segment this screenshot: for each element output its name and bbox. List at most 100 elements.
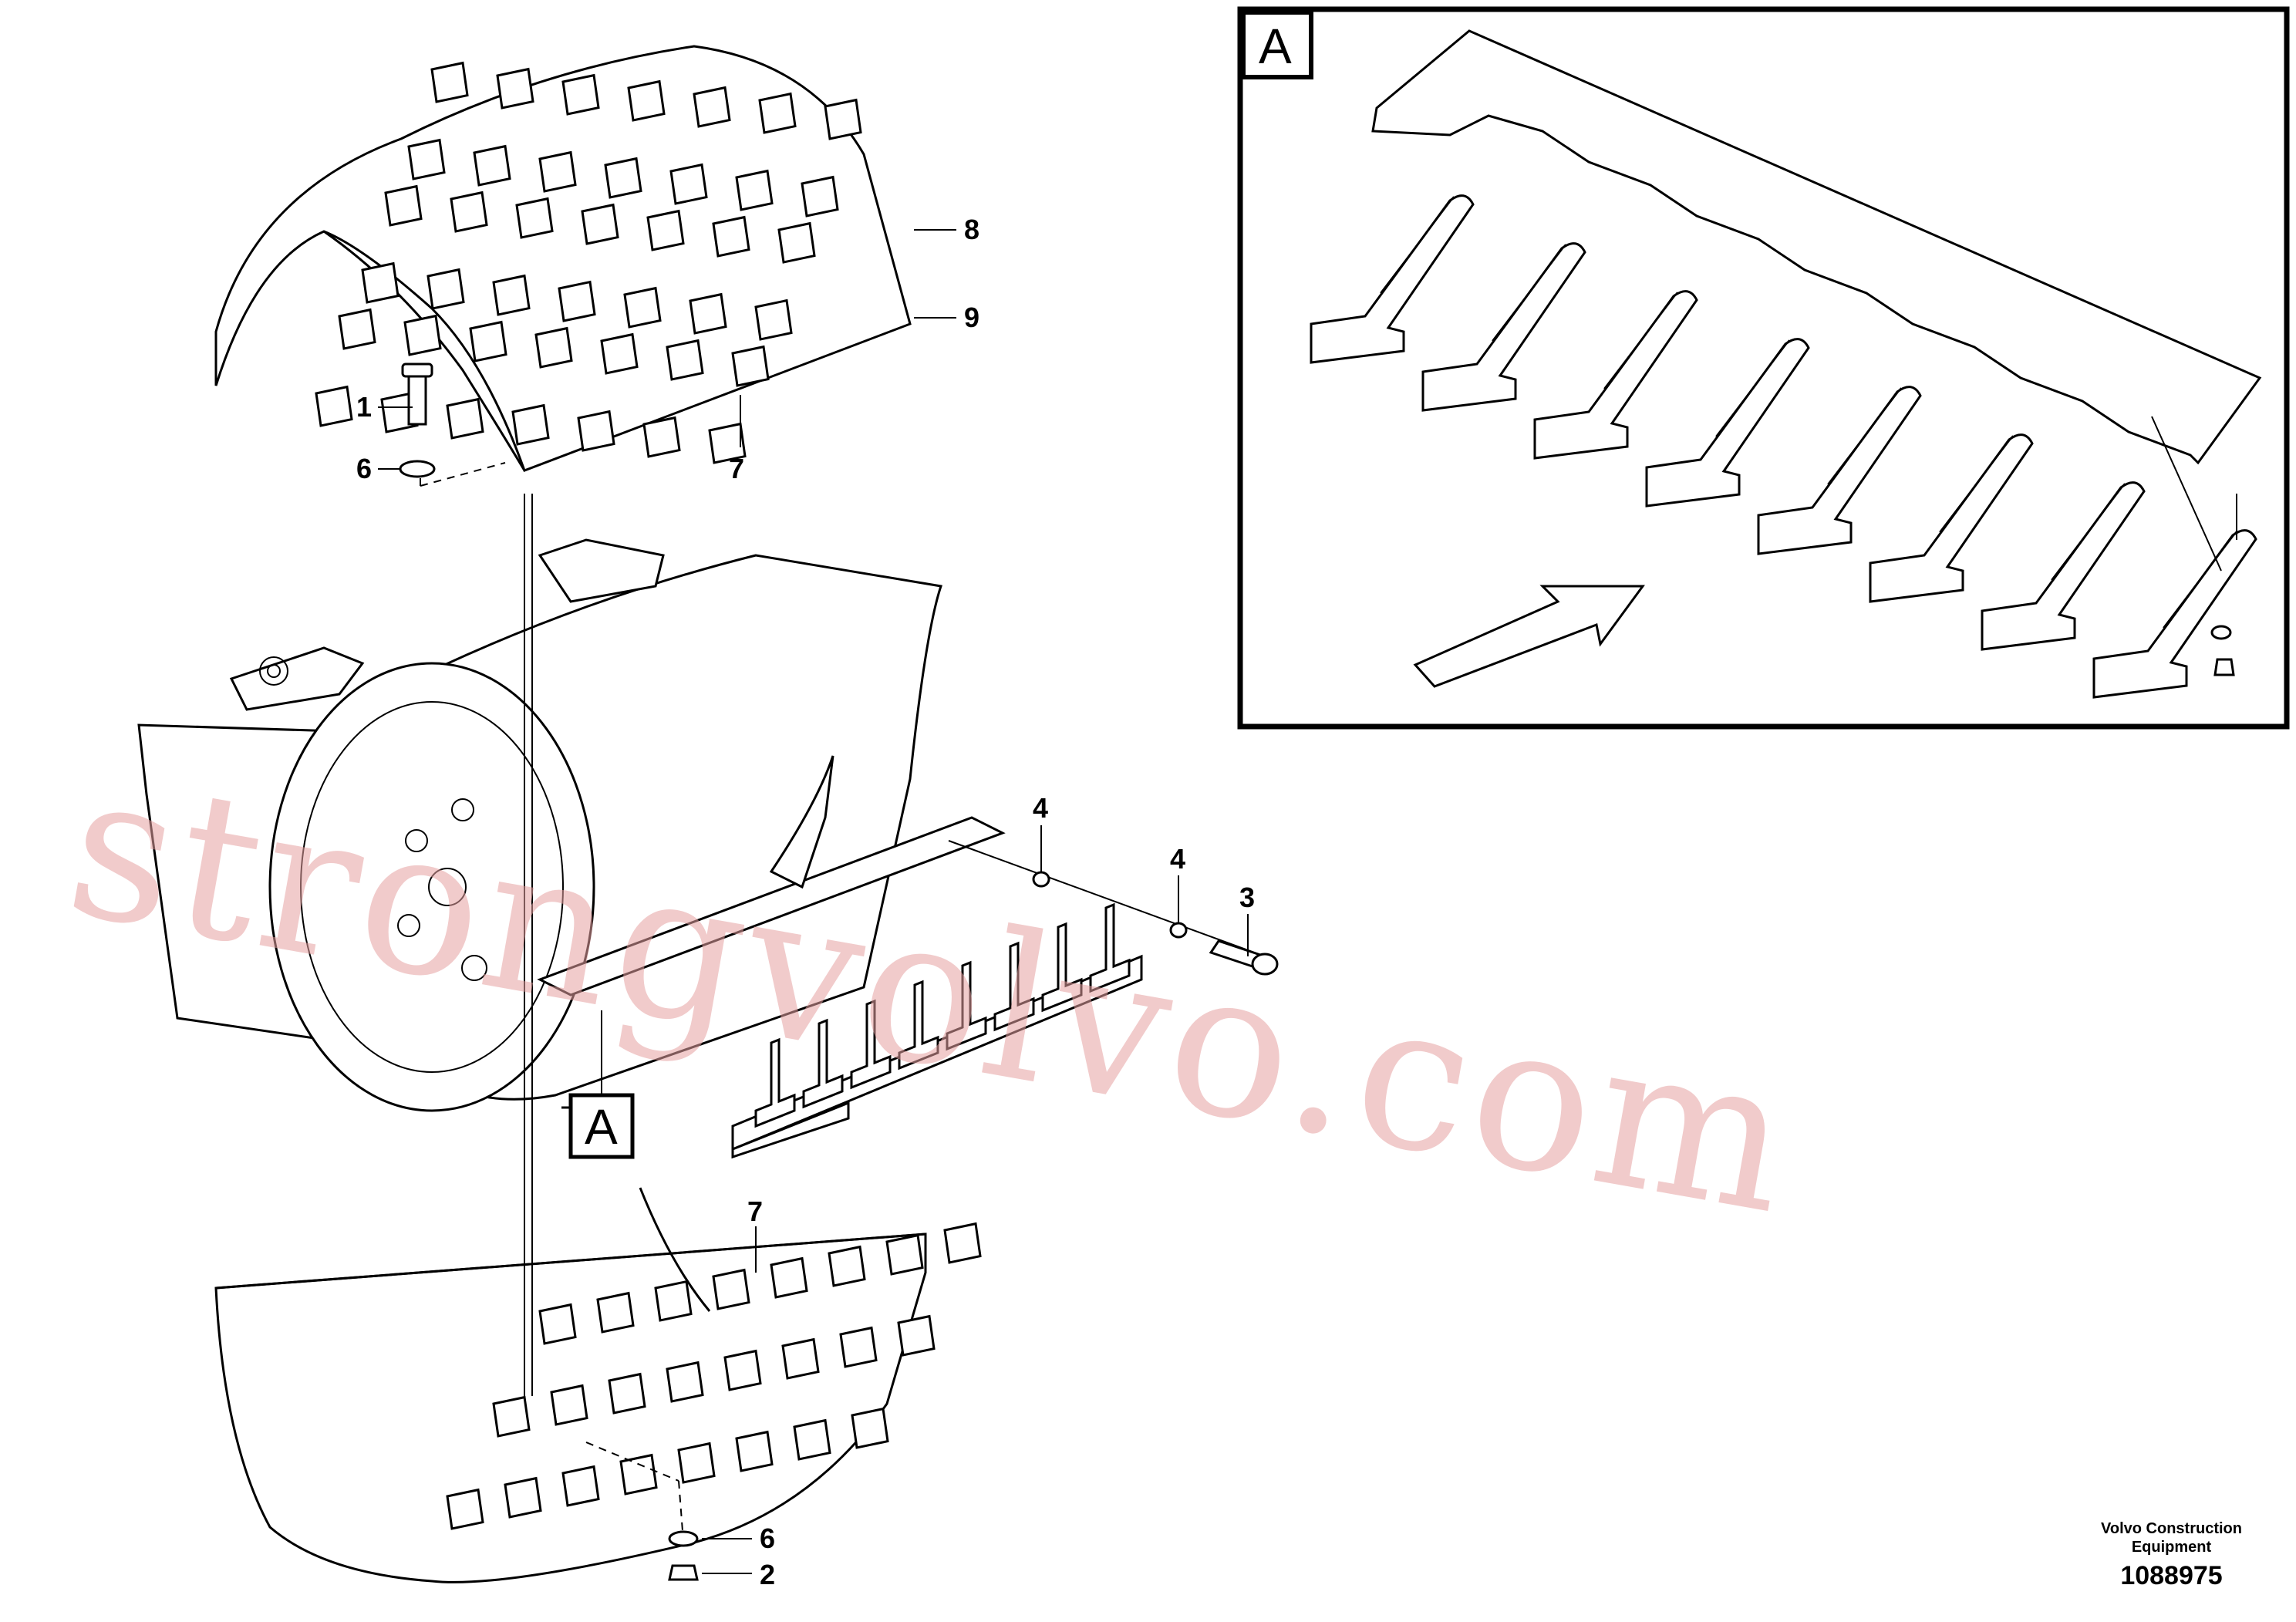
brand-line-1: Volvo Construction	[2101, 1520, 2242, 1537]
padfoot	[828, 1245, 866, 1287]
padfoot	[430, 61, 469, 103]
padfoot	[492, 1395, 531, 1438]
callout-2: 2	[760, 1559, 775, 1590]
view-marker-a: A	[561, 1093, 635, 1159]
blade-slot	[1715, 339, 1790, 437]
callout-4-right: 4	[1170, 843, 1185, 875]
upper-padfoot-shell	[214, 45, 912, 472]
padfoot	[669, 163, 708, 205]
padfoot	[561, 1465, 600, 1507]
padfoot	[897, 1314, 936, 1357]
padfoot	[851, 1407, 889, 1449]
padfoot	[473, 144, 511, 187]
brand-line-2: Equipment	[2131, 1539, 2212, 1556]
padfoot	[619, 1453, 658, 1496]
view-direction-arrow-icon	[1413, 585, 1645, 688]
padfoot	[446, 397, 484, 440]
padfoot	[712, 1268, 750, 1310]
padfoot	[469, 320, 507, 363]
padfoot	[426, 268, 465, 310]
lower-padfoot-shell	[214, 1187, 982, 1583]
blade-slot	[2051, 483, 2126, 581]
padfoot	[538, 150, 577, 193]
callout-7-top: 7	[729, 453, 744, 484]
padfoot	[534, 326, 573, 369]
padfoot	[677, 1442, 716, 1484]
padfoot	[824, 98, 862, 140]
footer-block: Volvo Construction Equipment 1088975	[2101, 1519, 2242, 1591]
padfoot	[604, 157, 642, 199]
padfoot	[642, 416, 681, 458]
padfoot	[608, 1372, 646, 1415]
detail-label: A	[1259, 19, 1292, 74]
detail-view-a: A	[1237, 6, 2290, 730]
callout-6-bottom: 6	[760, 1523, 775, 1554]
blade-slot	[1827, 387, 1902, 485]
padfoot	[446, 1488, 484, 1530]
scraper-tooth	[802, 1018, 844, 1109]
scraper-tooth	[946, 960, 987, 1051]
blade-slot	[2163, 531, 2237, 629]
scraper-tooth	[898, 980, 939, 1071]
padfoot	[511, 403, 550, 446]
scraper-tooth	[1089, 902, 1131, 993]
padfoot	[581, 203, 619, 245]
bolt-assembly-3	[1032, 871, 1279, 976]
callout-9: 9	[964, 302, 979, 333]
padfoot	[450, 191, 488, 233]
padfoot	[754, 298, 793, 341]
padfoot	[538, 1303, 577, 1345]
watermark-text: strongvolvo.com	[53, 728, 1809, 1260]
leader-lines	[378, 229, 1249, 1574]
drum-assembly	[137, 538, 1006, 1112]
callout-1: 1	[356, 391, 372, 423]
padfoot	[623, 286, 662, 329]
blade-slot	[1380, 196, 1455, 294]
callout-4-left: 4	[1033, 792, 1048, 824]
padfoot	[781, 1337, 820, 1380]
padfoot	[770, 1256, 808, 1299]
padfoot	[666, 339, 704, 381]
padfoot	[839, 1326, 878, 1368]
padfoot	[577, 410, 615, 452]
figure-number: 1088975	[2120, 1561, 2223, 1590]
callout-7-bottom: 7	[747, 1195, 763, 1227]
scraper-tooth	[754, 1037, 796, 1128]
alignment-lines	[420, 462, 683, 1532]
padfoot	[496, 67, 534, 110]
nut-2-bottom	[668, 1530, 699, 1581]
scraper-bar	[731, 840, 1266, 1159]
padfoot	[666, 1361, 704, 1403]
padfoot	[315, 385, 353, 427]
padfoot	[731, 345, 770, 387]
padfoot	[492, 274, 531, 316]
padfoot	[777, 221, 816, 264]
padfoot	[550, 1384, 588, 1426]
padfoot	[735, 1430, 774, 1472]
padfoot	[758, 92, 797, 134]
padfoot	[384, 184, 423, 227]
padfoot	[558, 280, 596, 322]
padfoot	[646, 209, 685, 251]
padfoot	[627, 79, 666, 122]
scraper-tooth	[850, 999, 892, 1090]
padfoot	[723, 1349, 762, 1391]
padfoot	[600, 332, 639, 375]
scraper-tooth	[1041, 922, 1083, 1013]
blade-slot	[1939, 435, 2014, 533]
padfoot	[693, 86, 731, 128]
scraper-tooth	[993, 941, 1035, 1032]
padfoot	[712, 215, 750, 258]
callout-8: 8	[964, 214, 979, 245]
padfoot	[654, 1280, 693, 1322]
padfoot	[361, 261, 400, 304]
blade-slot	[1492, 244, 1566, 342]
padfoot	[735, 169, 774, 211]
padfoot	[338, 308, 376, 350]
view-marker-label: A	[585, 1099, 618, 1155]
callout-6-top: 6	[356, 453, 372, 484]
bolt-1-top	[399, 363, 436, 478]
padfoot	[596, 1291, 635, 1334]
padfoot	[515, 197, 554, 239]
